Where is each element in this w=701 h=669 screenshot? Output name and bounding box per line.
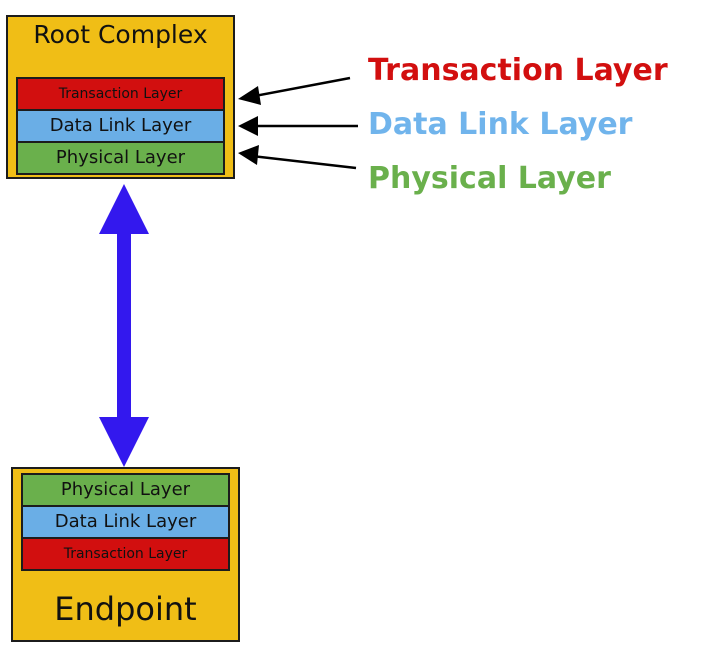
root-complex-title: Root Complex bbox=[33, 20, 208, 49]
endpoint-datalink-layer: Data Link Layer bbox=[21, 505, 230, 539]
legend-data-link-layer: Data Link Layer bbox=[368, 107, 633, 142]
endpoint-physical-layer: Physical Layer bbox=[21, 473, 230, 507]
pointer-arrow-physical bbox=[251, 154, 357, 170]
endpoint-title: Endpoint bbox=[54, 590, 197, 628]
pointer-arrowhead-transaction bbox=[238, 86, 261, 105]
pointer-arrowhead-datalink bbox=[238, 116, 258, 136]
legend-transaction-layer: Transaction Layer bbox=[368, 53, 668, 88]
endpoint-transaction-layer: Transaction Layer bbox=[21, 537, 230, 571]
root-complex-physical-layer: Physical Layer bbox=[16, 141, 225, 175]
pointer-arrow-transaction bbox=[243, 76, 351, 100]
root-complex-datalink-layer: Data Link Layer bbox=[16, 109, 225, 143]
link-double-arrow bbox=[99, 184, 149, 467]
root-complex-transaction-layer: Transaction Layer bbox=[16, 77, 225, 111]
pointer-arrowhead-physical bbox=[238, 145, 259, 165]
legend-physical-layer: Physical Layer bbox=[368, 161, 611, 196]
